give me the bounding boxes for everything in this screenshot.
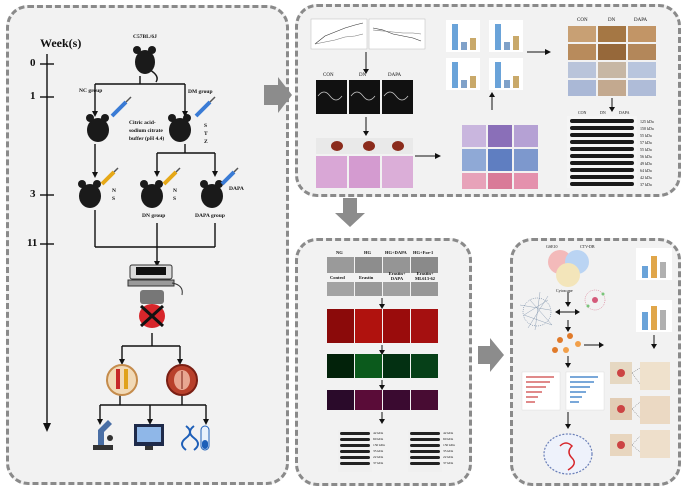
sacrificed-mouse-icon [139, 290, 165, 328]
wb-size: 37 kDa [640, 182, 652, 187]
wb-size: 56 kDa [640, 154, 652, 159]
wb-size: 150 kDa [640, 126, 654, 131]
arrow-right-1 [264, 77, 292, 113]
blood-sample-icon [106, 364, 138, 396]
wb-size: 55 kDa [640, 147, 652, 152]
wb-size: 125 kDa [640, 119, 654, 124]
buffer-label: Citric acid-sodium citrate buffer (pH 4.… [129, 120, 165, 142]
venn-label-3: Cytoscape [556, 288, 573, 293]
wb-header-dn: DN [600, 110, 606, 115]
ihc-label-dapa: DAPA [634, 18, 648, 23]
vitro-label-hg-dapa: HG+DAPA [385, 250, 407, 255]
week-3-label: 3 [30, 188, 36, 200]
vitro-wb-sizes-right: 42 kDa 60 kDa 150 kDa 35 kDa 22 kDa 37 k… [443, 430, 465, 466]
ultrasound-machine-icon [127, 264, 183, 296]
wb-header-con: CON [578, 110, 587, 115]
wb-size: 57 kDa [640, 140, 652, 145]
computer-icon [134, 424, 164, 450]
wb-size: 55 kDa [640, 133, 652, 138]
echo-label-con: CON [323, 73, 334, 78]
venn-label-2: CTV-DB [580, 244, 595, 249]
ns-label-1: N S [112, 188, 116, 202]
mouse-icon-dn [140, 180, 163, 208]
vitro-label-erastin-dapa: Erastin+ DAPA [388, 271, 406, 281]
wb-size: 150 kDa [373, 443, 385, 447]
wb-size-column: 125 kDa 150 kDa 55 kDa 57 kDa 55 kDa 56 … [640, 118, 672, 188]
microscope-icon [93, 420, 113, 450]
dna-icon [181, 425, 199, 451]
network-right [584, 289, 606, 311]
dm-group-label: DM group [188, 89, 213, 95]
cell-diagram-icon [543, 433, 593, 475]
syringe-icon-stz [194, 96, 216, 118]
vitro-label-hg-foe: HG+Foe-1 [413, 250, 434, 255]
arrow-right-2 [478, 338, 504, 372]
time-axis-arrowhead [43, 423, 51, 432]
network-left [519, 291, 553, 331]
wb-size: 22 kDa [373, 455, 384, 459]
vitro-label-control: Control [330, 275, 345, 280]
wb-size: 37 kDa [443, 461, 454, 465]
wb-size: 42 kDa [373, 431, 384, 435]
week-11-label: 11 [27, 237, 38, 249]
mouse-strain-label: C57BL/6J [133, 34, 157, 40]
mouse-icon-ns [78, 180, 101, 208]
wb-size: 60 kDa [373, 437, 384, 441]
ihc-label-con: CON [577, 18, 588, 23]
dapa-label: DAPA [229, 186, 244, 192]
wb-size: 49 kDa [640, 161, 652, 166]
ihc-label-dn: DN [608, 18, 616, 23]
venn-diagram [548, 250, 589, 287]
test-tube-icon [200, 425, 210, 451]
week-header: Week(s) [40, 36, 82, 50]
wb-size: 64 kDa [640, 168, 652, 173]
dapa-group-label: DAPA group [195, 213, 225, 219]
vitro-label-ng: NG [336, 250, 343, 255]
echo-label-dapa: DAPA [388, 73, 402, 78]
syringe-icon-ns [100, 167, 119, 186]
wb-header-dapa: DAPA [619, 110, 630, 115]
group-split-connector [94, 76, 216, 262]
wb-size: 150 kDa [443, 443, 455, 447]
wb-size: 35 kDa [443, 449, 454, 453]
wb-size: 60 kDa [443, 437, 454, 441]
arrow-down [335, 198, 365, 227]
kidney-tissue-icon [166, 364, 198, 396]
vitro-label-erastin: Erastin [359, 275, 374, 280]
mouse-icon-dapa [200, 180, 223, 208]
week-1-label: 1 [30, 90, 36, 102]
syringe-icon-buffer [110, 96, 132, 118]
mouse-icon-nc [86, 114, 109, 142]
syringe-icon-ns2 [162, 167, 181, 186]
vitro-label-erastin-ml: Erastin+ ML613-62 [415, 271, 435, 281]
wb-size: 42 kDa [640, 175, 652, 180]
syringe-icon-dapa [220, 167, 239, 186]
vitro-wb-sizes-left: 42 kDa 60 kDa 150 kDa 35 kDa 22 kDa 37 k… [373, 430, 395, 466]
hub-gene-nodes [552, 333, 581, 353]
wb-size: 37 kDa [373, 461, 384, 465]
mouse-icon-start [133, 46, 158, 83]
stz-label: S T Z [204, 123, 208, 145]
ns-label-2: N S [173, 188, 177, 202]
week-0-label: 0 [30, 57, 36, 69]
echo-label-dn: DN [359, 73, 367, 78]
nc-group-label: NC group [79, 88, 103, 94]
vitro-label-hg: HG [364, 250, 372, 255]
venn-label-1: GSE10 [546, 244, 558, 249]
wb-size: 35 kDa [373, 449, 384, 453]
wb-size: 42 kDa [443, 431, 454, 435]
wb-size: 22 kDa [443, 455, 454, 459]
dn-group-label: DN group [142, 213, 166, 219]
mouse-icon-dm [168, 114, 191, 142]
